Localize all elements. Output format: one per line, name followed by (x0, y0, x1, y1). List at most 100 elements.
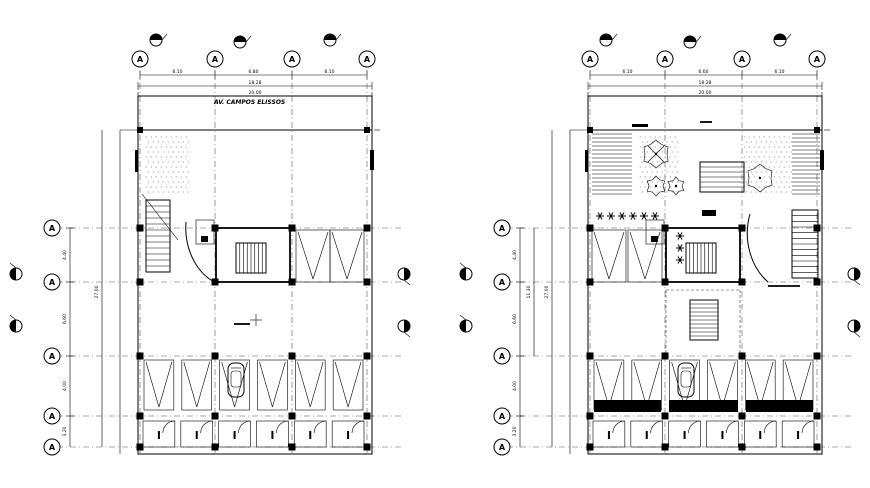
dot (745, 141, 747, 143)
dot (185, 166, 187, 168)
dot (165, 136, 167, 138)
dot (785, 141, 787, 143)
dot (185, 156, 187, 158)
dot (180, 136, 182, 138)
stall-diag (259, 361, 273, 408)
dot (177, 151, 179, 153)
dim-top-label: 6.10 (774, 69, 784, 75)
dot (167, 191, 169, 193)
grid-bubble-label: A (49, 443, 56, 452)
dot (150, 186, 152, 188)
section-marker-fill (600, 34, 612, 40)
stall-diag (297, 231, 314, 280)
dot (165, 186, 167, 188)
stall-diag (346, 231, 363, 280)
plant-symbol (607, 212, 615, 220)
dot (743, 146, 745, 148)
plant-leaf (677, 259, 681, 264)
dot (157, 151, 159, 153)
dot (788, 146, 790, 148)
section-marker-fill (854, 268, 860, 280)
tree-canopy (646, 175, 666, 197)
dot (160, 146, 162, 148)
section-marker (459, 262, 473, 281)
dot (785, 151, 787, 153)
door-swing (726, 420, 739, 434)
column (363, 412, 371, 420)
grid-bubble-label: A (499, 443, 506, 452)
dot (160, 136, 162, 138)
plant-symbol (676, 244, 684, 252)
column (586, 412, 594, 420)
section-marker (233, 35, 252, 49)
dot (745, 171, 747, 173)
storage-cell (180, 420, 213, 448)
dot (147, 151, 149, 153)
dot (165, 166, 167, 168)
plant-leaf (608, 212, 612, 217)
dot (775, 191, 777, 193)
column (814, 127, 820, 133)
dot (180, 186, 182, 188)
plant-leaf (679, 247, 683, 252)
dot (780, 161, 782, 163)
dot (743, 136, 745, 138)
dot (669, 136, 671, 138)
dot (172, 151, 174, 153)
parking-stall (219, 359, 250, 411)
dot (162, 171, 164, 173)
dot (755, 141, 757, 143)
dot (770, 161, 772, 163)
stall-diag (784, 361, 799, 408)
dot (182, 191, 184, 193)
dot (671, 181, 673, 183)
storage-mark (233, 431, 236, 439)
dot (750, 181, 752, 183)
dot (659, 156, 661, 158)
dot (750, 171, 752, 173)
storage-mark (195, 431, 198, 439)
dot (639, 166, 641, 168)
car-body (227, 362, 245, 398)
stall-outline (295, 359, 326, 411)
section-marker-arrow (335, 33, 342, 41)
stall-outline (219, 359, 250, 411)
dot (773, 156, 775, 158)
dot (760, 181, 762, 183)
plant-symbol (629, 212, 637, 220)
dot (669, 166, 671, 168)
dot (644, 176, 646, 178)
dot (773, 166, 775, 168)
dot (649, 166, 651, 168)
dot (788, 176, 790, 178)
plant-leaf (643, 212, 647, 217)
column (137, 127, 143, 133)
dot (152, 151, 154, 153)
tree-mark (647, 145, 665, 163)
dot (152, 141, 154, 143)
plant-leaf (641, 212, 645, 217)
dot (669, 176, 671, 178)
section-marker-fill (324, 34, 336, 40)
grid-bubble-label: A (499, 278, 506, 287)
dot (760, 141, 762, 143)
grid-bubble (493, 347, 511, 365)
dot (788, 156, 790, 158)
dot (167, 171, 169, 173)
dot (649, 186, 651, 188)
dot (150, 176, 152, 178)
core-stairs (235, 242, 267, 274)
stall-outline (591, 229, 627, 283)
plant-leaf (677, 247, 681, 252)
plant-leaf (632, 212, 636, 217)
dot (187, 171, 189, 173)
stall-diag (722, 361, 736, 408)
column (211, 224, 219, 232)
core-wall (665, 227, 741, 283)
column (136, 224, 144, 232)
dot (180, 176, 182, 178)
dot (664, 136, 666, 138)
storage-mark (721, 431, 724, 439)
dot (750, 161, 752, 163)
